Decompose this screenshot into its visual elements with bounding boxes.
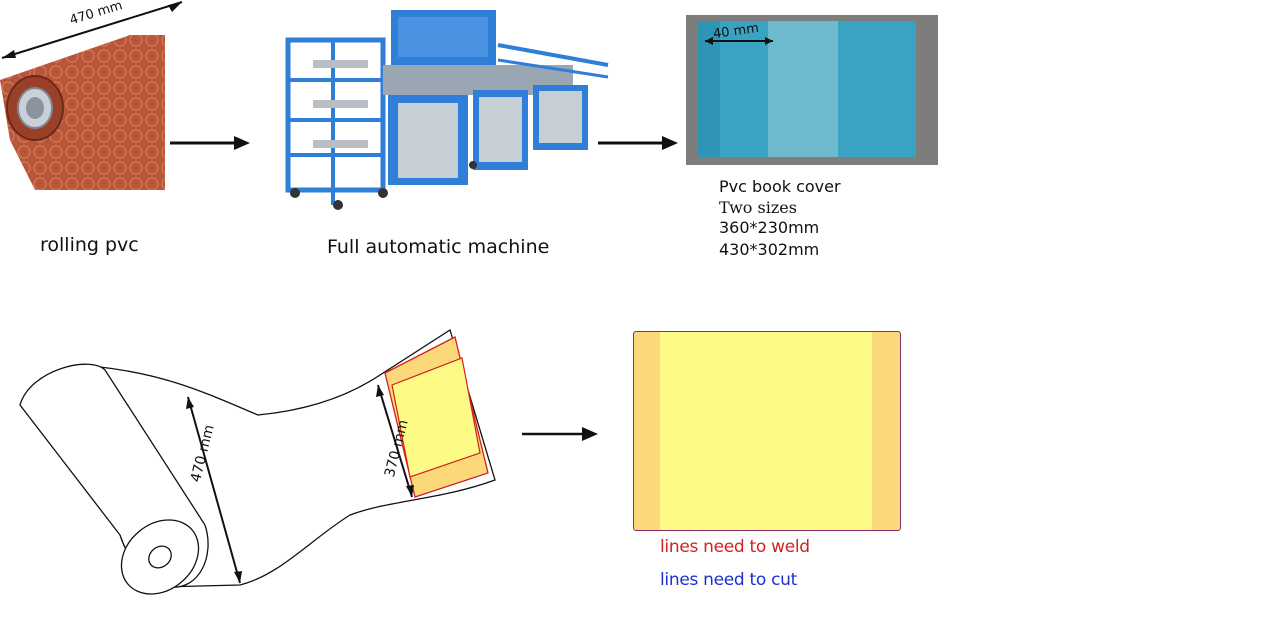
product-size-2: 430*302mm [719,240,820,259]
roll-sketch [19,328,496,595]
flow-arrow-2 [598,136,678,150]
photo-dimension-arrow [705,37,773,45]
flow-arrow-1 [170,136,250,150]
product-description: Pvc book cover Two sizes 360*230mm 430*3… [719,176,841,261]
legend-weld: lines need to weld [660,537,810,557]
flat-cover-diagram [633,331,901,531]
cover-center-panel [660,332,872,530]
legend-cut: lines need to cut [660,570,797,590]
roll-dimension-arrow [1,1,183,59]
product-sizes-heading: Two sizes [719,198,797,217]
roll-caption: rolling pvc [40,234,139,256]
machine-caption: Full automatic machine [327,236,550,258]
machine-image [285,10,609,210]
product-size-1: 360*230mm [719,218,820,237]
product-title: Pvc book cover [719,177,841,196]
flow-arrow-3 [522,427,598,441]
pvc-roll-image [0,35,165,190]
